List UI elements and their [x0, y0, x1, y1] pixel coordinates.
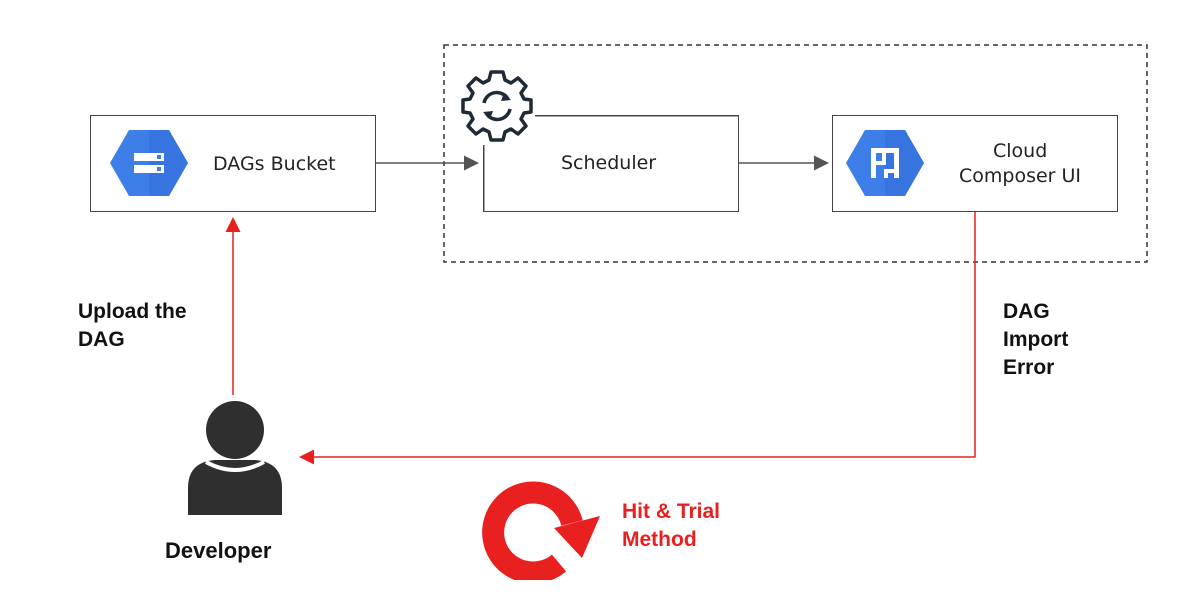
developer-label: Developer — [165, 538, 272, 563]
refresh-icon — [482, 481, 600, 580]
gear-sync-icon — [461, 70, 533, 142]
dags-bucket-label: DAGs Bucket — [213, 153, 336, 175]
error-label-line1: DAG — [1003, 300, 1050, 323]
person-icon — [188, 401, 282, 515]
error-label-line2: Import — [1003, 328, 1069, 351]
loop-label: Hit & Trial Method — [622, 498, 720, 554]
upload-label-line1: Upload the — [78, 300, 187, 323]
environment-group-border — [443, 44, 1148, 263]
error-label: DAG Import Error — [1003, 298, 1068, 382]
composer-icon — [846, 130, 924, 196]
storage-icon — [110, 130, 188, 196]
upload-label: Upload the DAG — [78, 298, 187, 354]
error-return-arrow — [299, 212, 976, 465]
dags-bucket-node: DAGs Bucket — [90, 115, 376, 212]
upload-label-line2: DAG — [78, 328, 125, 351]
scheduler-node: Scheduler — [483, 115, 739, 212]
composer-label-line2: Composer UI — [959, 165, 1082, 187]
composer-label-line1: Cloud — [993, 140, 1048, 162]
composer-node: Cloud Composer UI — [832, 115, 1118, 212]
error-label-line3: Error — [1003, 356, 1055, 379]
scheduler-label: Scheduler — [561, 152, 657, 174]
loop-label-line1: Hit & Trial — [622, 500, 721, 523]
loop-label-line2: Method — [622, 528, 697, 551]
